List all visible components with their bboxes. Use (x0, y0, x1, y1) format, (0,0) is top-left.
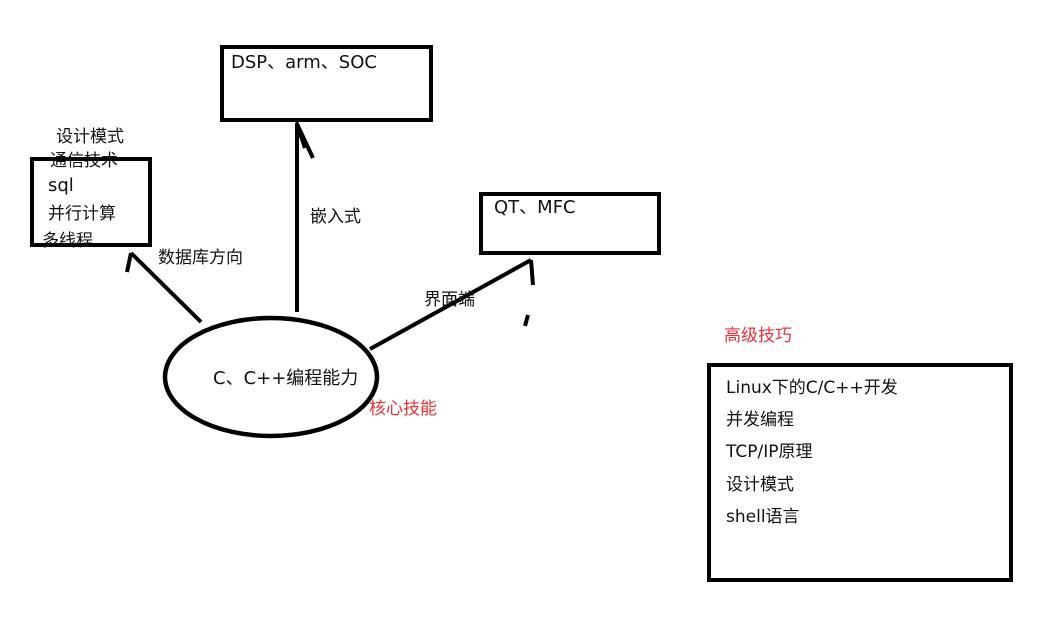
backend-item: 设计模式 (56, 127, 124, 147)
backend-item: sql (48, 175, 74, 196)
connector-gui (369, 258, 532, 351)
core-skill-label: C、C++编程能力 (213, 368, 359, 389)
advanced-title: 高级技巧 (724, 326, 792, 346)
backend-item: 通信技术 (50, 151, 118, 171)
backend-item: 并行计算 (48, 204, 116, 224)
arrowhead-embedded (295, 122, 315, 159)
gui-edge-label: 界面端 (424, 290, 475, 310)
advanced-item: shell语言 (726, 507, 800, 527)
arrowhead-gui (529, 259, 535, 286)
core-skill-ellipse (162, 315, 380, 439)
backend-item: 多线程 (42, 231, 93, 251)
backend-box (30, 157, 152, 247)
advanced-item: 并发编程 (726, 410, 794, 430)
backend-edge-label: 数据库方向 (158, 248, 243, 268)
gui-item: QT、MFC (494, 197, 576, 218)
embedded-box (220, 45, 433, 122)
advanced-item: Linux下的C/C++开发 (726, 378, 898, 398)
core-skill-tag: 核心技能 (369, 399, 437, 419)
advanced-item: TCP/IP原理 (726, 442, 813, 462)
arrowhead-backend (125, 252, 133, 273)
gui-box (479, 192, 661, 255)
connector-backend (129, 251, 203, 324)
advanced-box (707, 363, 1013, 582)
embedded-edge-label: 嵌入式 (310, 207, 361, 227)
stray-mark (523, 314, 530, 327)
embedded-item: DSP、arm、SOC (231, 52, 377, 73)
advanced-item: 设计模式 (726, 475, 794, 495)
